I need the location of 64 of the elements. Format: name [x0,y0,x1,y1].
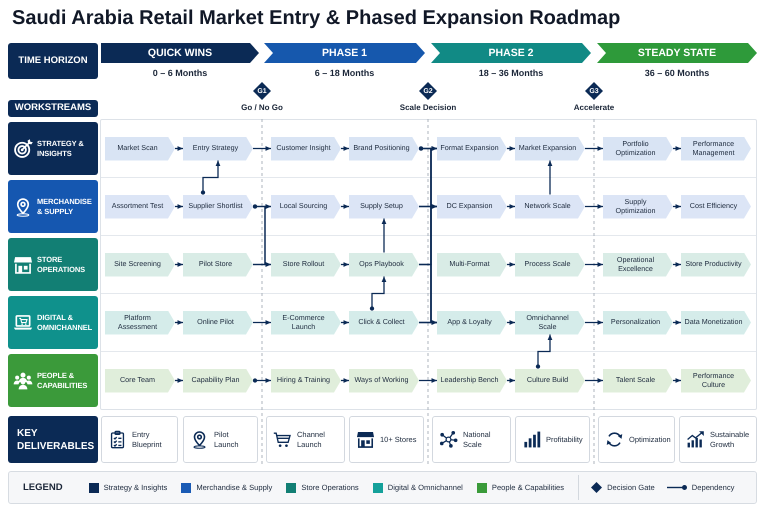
phase-banner: PHASE 2 [431,43,591,63]
deliverable-card [349,416,424,463]
deliverable-card [432,416,511,463]
dependency-arrow [200,160,220,195]
gate-label: Scale Decision [400,103,456,112]
arrow [341,378,349,383]
phase-duration: 6 – 18 Months [314,68,374,78]
deliverable-card [515,416,590,463]
deliverable-card [266,416,345,463]
arrow [673,320,681,325]
gate-label: Accelerate [574,103,614,112]
arrow [507,204,515,209]
arrow [585,262,603,267]
deliverable-card [679,416,757,463]
workstream-header [8,238,98,291]
phase-banner: STEADY STATE [597,43,757,63]
section-header: KEY DELIVERABLES [8,416,98,463]
dependency-arrow [370,276,386,311]
workstream-header [8,354,98,407]
title-heading: Saudi Arabia Retail Market Entry & Phased Expansion Roadmap [12,7,620,30]
arrow [341,320,349,325]
phase-banner: PHASE 1 [264,43,425,63]
arrow [507,262,515,267]
arrow [253,146,271,151]
arrow [585,378,603,383]
arrow [585,204,603,209]
workstream-header [8,180,98,233]
arrow [175,320,183,325]
arrow [341,146,349,151]
arrow [175,146,183,151]
arrow [419,378,437,383]
arrow [507,320,515,325]
legend-title: LEGEND [23,482,63,493]
arrow [253,320,271,325]
phase-duration: 36 – 60 Months [644,68,710,78]
section-header: WORKSTREAMS [8,100,98,117]
gate-label: Go / No Go [241,103,283,112]
arrow [175,378,183,383]
deliverable-card [598,416,675,463]
phase-banner: QUICK WINS [101,43,259,63]
workstream-header [8,296,98,349]
arrow [382,218,386,252]
arrow [419,264,437,325]
arrow [673,378,681,383]
arrow [548,160,552,194]
dependency-arrow [536,334,552,369]
deliverable-card [183,416,258,463]
arrow [673,146,681,151]
arrow [341,204,349,209]
section-header: TIME HORIZON [8,43,98,79]
phase-duration: 0 – 6 Months [152,68,208,78]
workstream-header [8,122,98,175]
arrow [673,262,681,267]
arrow [507,146,515,151]
arrow [507,378,515,383]
arrow [341,262,349,267]
phase-duration: 18 – 36 Months [478,68,544,78]
arrow [585,320,603,325]
deliverable-card [101,416,178,463]
arrow [585,146,603,151]
arrow [175,262,183,267]
arrow [175,204,183,209]
arrow [673,204,681,209]
dependency-arrow [252,378,271,383]
